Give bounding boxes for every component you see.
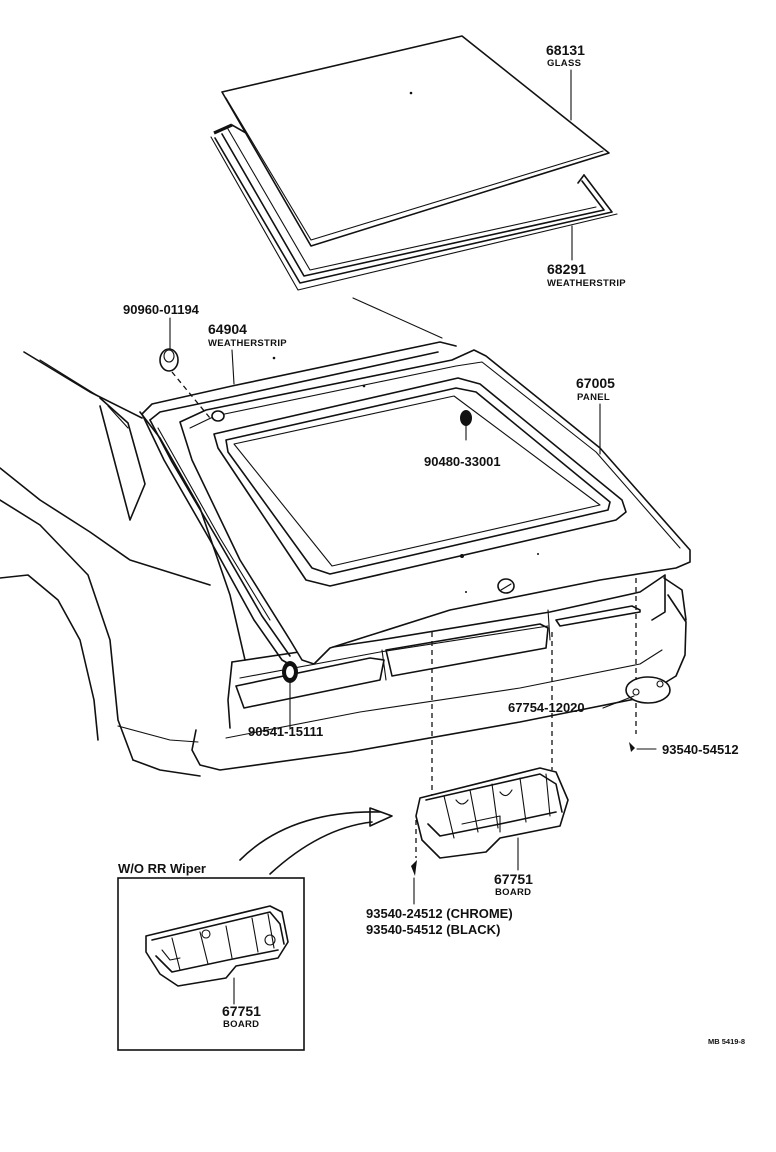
plug-90480-drawing [460, 410, 472, 441]
board-screw-chrome-number: 93540-24512 (CHROME) [366, 906, 513, 921]
board-67751-drawing [415, 632, 569, 871]
door-weatherstrip-part-name: WEATHERSTRIP [208, 338, 287, 349]
plug-part-number: 90480-33001 [424, 454, 501, 469]
weatherstrip-64904-drawing [141, 341, 457, 669]
grommet-part-number: 90541-15111 [248, 724, 323, 739]
board-part-number: 67751 [494, 871, 533, 887]
panel-67005-drawing [179, 349, 691, 665]
inset-board-part-name: BOARD [223, 1019, 259, 1030]
drawing-code: MB 5419-8 [708, 1037, 745, 1046]
cover-part-number: 67754-12020 [508, 700, 585, 715]
inset-frame [117, 877, 305, 1051]
screw-93540-drawing [629, 703, 657, 752]
cover-67754-drawing [602, 578, 671, 709]
screw-part-number: 93540-54512 [662, 742, 739, 757]
glass-part-number: 68131 [546, 42, 585, 58]
glass-weatherstrip-part-number: 68291 [547, 261, 586, 277]
panel-part-name: PANEL [577, 392, 610, 403]
clip-part-number: 90960-01194 [123, 302, 200, 317]
grommet-90541-drawing [282, 661, 298, 729]
board-part-name: BOARD [495, 887, 531, 898]
panel-part-number: 67005 [576, 375, 615, 391]
inset-board-drawing [145, 905, 289, 1005]
door-weatherstrip-part-number: 64904 [208, 321, 247, 337]
board-screw-drawing [411, 820, 417, 905]
door-weatherstrip-leader [231, 349, 235, 385]
glass-weatherstrip-part-name: WEATHERSTRIP [547, 278, 626, 289]
glass-68131-drawing [221, 35, 610, 247]
inset-title: W/O RR Wiper [118, 861, 206, 876]
glass-part-name: GLASS [547, 58, 581, 69]
inset-board-part-number: 67751 [222, 1003, 261, 1019]
inset-arrow [239, 807, 393, 875]
board-screw-black-number: 93540-54512 (BLACK) [366, 922, 500, 937]
weatherstrip-68291-drawing [210, 123, 618, 291]
clip-90960-drawing [159, 348, 211, 419]
glass-leader-line [352, 297, 443, 339]
